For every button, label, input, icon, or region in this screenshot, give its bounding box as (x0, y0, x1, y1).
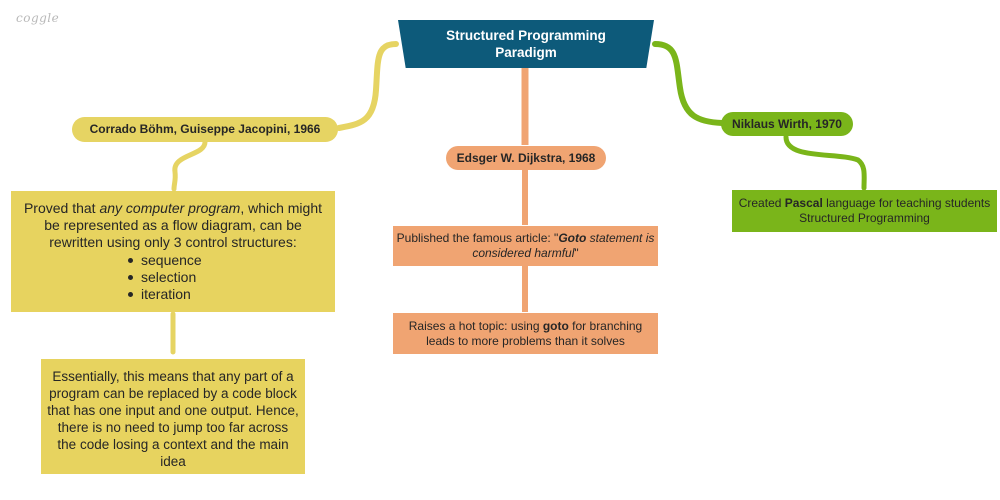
topic-goto: goto (542, 319, 569, 333)
proved-text: Proved that any computer program, which … (19, 200, 327, 251)
pascal-name: Pascal (784, 196, 823, 210)
pascal-prefix: Created (738, 196, 785, 210)
proved-suffix: , which might be represented as a flow d… (44, 200, 323, 250)
essential-box[interactable]: Essentially, this means that any part of… (41, 359, 305, 474)
pascal-box[interactable]: Created Pascal language for teaching stu… (732, 190, 997, 232)
root-title-line2: Paradigm (495, 45, 557, 60)
proved-box[interactable]: Proved that any computer program, which … (11, 191, 335, 312)
article-title: statement is considered harmful (472, 231, 655, 260)
article-box[interactable]: Published the famous article: "Goto stat… (393, 226, 658, 266)
pascal-suffix: language for teaching students Structure… (799, 196, 991, 225)
link-bohm-proved (171, 139, 208, 192)
article-prefix: Published the famous article: " (396, 231, 559, 245)
list-item-sequence: sequence (127, 252, 327, 269)
control-structures-list: sequence selection iteration (19, 252, 327, 303)
list-item-selection: selection (127, 269, 327, 286)
link-root-wirth (652, 41, 725, 126)
topic-box[interactable]: Raises a hot topic: using goto for branc… (393, 313, 658, 354)
wirth-node[interactable]: Niklaus Wirth, 1970 (721, 112, 853, 136)
list-item-iteration: iteration (127, 286, 327, 303)
topic-prefix: Raises a hot topic: using (408, 319, 543, 333)
bohm-jacopini-node[interactable]: Corrado Böhm, Guiseppe Jacopini, 1966 (72, 117, 338, 142)
root-title-line1: Structured Programming (446, 28, 606, 43)
link-wirth-pascal (783, 134, 867, 191)
link-root-bohm (336, 41, 399, 131)
topic-suffix: for branching leads to more problems tha… (426, 319, 643, 348)
coggle-logo: coggle (16, 11, 60, 25)
article-suffix: " (574, 246, 579, 260)
dijkstra-node[interactable]: Edsger W. Dijkstra, 1968 (446, 146, 606, 170)
root-node[interactable]: Structured Programming Paradigm (398, 20, 654, 68)
proved-prefix: Proved that (23, 200, 100, 216)
article-goto: Goto (558, 231, 587, 245)
proved-emphasis: any computer program (99, 200, 241, 216)
